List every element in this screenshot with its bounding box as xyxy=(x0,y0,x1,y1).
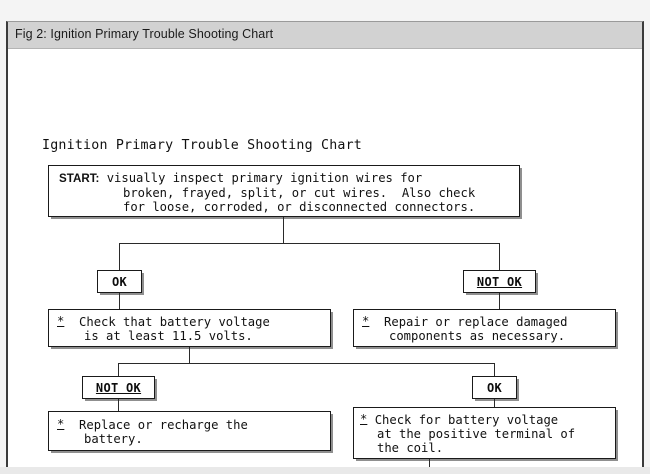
connector-row1-notok-to-box xyxy=(499,293,501,309)
figure-title: Fig 2: Ignition Primary Trouble Shooting… xyxy=(15,27,274,41)
node-repair-components: * Repair or replace damaged components a… xyxy=(353,309,616,347)
node-check-battery-voltage: * Check that battery voltage is at least… xyxy=(48,309,331,347)
node-check-coil-terminal-line2: at the positive terminal of xyxy=(377,427,576,442)
connector-start-down xyxy=(283,217,285,243)
connector-row1-right-down xyxy=(499,243,501,270)
node-repair-components-text: * Repair or replace damaged components a… xyxy=(354,310,615,347)
figure-titlebar: Fig 2: Ignition Primary Trouble Shooting… xyxy=(8,22,642,49)
node-check-battery-voltage-line2: is at least 11.5 volts. xyxy=(84,329,253,344)
node-replace-battery-line2: battery. xyxy=(84,432,143,447)
connector-row3-down xyxy=(429,459,431,467)
node-check-battery-voltage-text: * Check that battery voltage is at least… xyxy=(49,310,330,347)
node-replace-battery-line1: Replace or recharge the xyxy=(79,418,248,432)
node-repair-components-line1: Repair or replace damaged xyxy=(384,315,568,329)
connector-row2-down xyxy=(189,347,191,363)
bullet-icon: * xyxy=(360,412,368,426)
start-label: START: xyxy=(59,172,100,185)
connector-row1-bar xyxy=(119,243,500,245)
flowchart-heading: Ignition Primary Trouble Shooting Chart xyxy=(42,138,363,153)
node-check-coil-terminal: * Check for battery voltage at the posit… xyxy=(353,407,616,459)
node-check-coil-terminal-line1: Check for battery voltage xyxy=(374,413,559,427)
node-start-line1: visually inspect primary ignition wires … xyxy=(106,171,423,185)
decision-row1-ok[interactable]: OK xyxy=(97,270,142,293)
decision-row1-notok[interactable]: NOT OK xyxy=(463,270,536,293)
flowchart-canvas: Ignition Primary Trouble Shooting Chart … xyxy=(8,50,642,467)
decision-row1-ok-label: OK xyxy=(111,274,128,289)
node-replace-battery: * Replace or recharge the battery. xyxy=(48,411,331,451)
viewer-top-margin xyxy=(0,0,650,21)
connector-row1-left-down xyxy=(119,243,121,270)
connector-row2-bar xyxy=(118,363,495,365)
decision-row2-notok[interactable]: NOT OK xyxy=(82,376,155,399)
connector-row1-ok-to-box xyxy=(119,293,121,309)
node-start-line2: broken, frayed, split, or cut wires. Als… xyxy=(123,186,476,201)
connector-row2-notok-to-box xyxy=(118,399,120,411)
bullet-icon: * xyxy=(57,314,65,328)
figure-window: Fig 2: Ignition Primary Trouble Shooting… xyxy=(6,21,644,467)
node-start: START: visually inspect primary ignition… xyxy=(48,165,520,217)
connector-row2-ok-to-box xyxy=(494,399,496,407)
decision-row2-ok[interactable]: OK xyxy=(472,376,517,399)
decision-row2-notok-label: NOT OK xyxy=(95,380,142,395)
node-check-coil-terminal-text: * Check for battery voltage at the posit… xyxy=(354,408,615,460)
node-repair-components-line2: components as necessary. xyxy=(389,329,566,344)
node-start-text: START: visually inspect primary ignition… xyxy=(49,166,519,219)
node-check-battery-voltage-line1: Check that battery voltage xyxy=(79,315,270,329)
bullet-icon: * xyxy=(362,314,370,328)
node-replace-battery-text: * Replace or recharge the battery. xyxy=(49,412,330,450)
connector-row2-left-down xyxy=(118,363,120,376)
decision-row1-notok-label: NOT OK xyxy=(476,274,523,289)
connector-row2-right-down xyxy=(494,363,496,376)
bullet-icon: * xyxy=(57,417,65,431)
viewer-bottom-margin xyxy=(0,467,650,474)
decision-row2-ok-label: OK xyxy=(486,380,503,395)
node-start-line3: for loose, corroded, or disconnected con… xyxy=(123,200,476,215)
node-check-coil-terminal-line3: the coil. xyxy=(377,441,444,456)
